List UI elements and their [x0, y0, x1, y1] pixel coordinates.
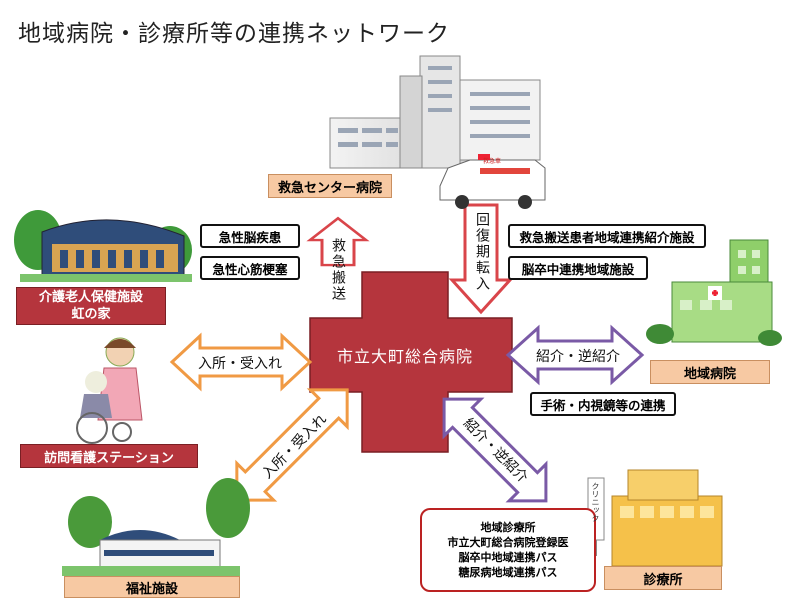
welfare-illustration [62, 478, 250, 576]
arrow-recovery-transfer [448, 203, 514, 315]
regional-hospital-illustration [646, 239, 782, 346]
nursing-illustration [76, 337, 143, 444]
welfare-facility-label: 福祉施設 [64, 576, 240, 598]
care-facility-label: 介護老人保健施設 虹の家 [16, 287, 166, 325]
emergency-hospital-label: 救急センター病院 [268, 174, 392, 198]
central-cross [309, 271, 513, 453]
clinic-details-line: 市立大町総合病院登録医 [447, 536, 569, 549]
note-acute-mi: 急性心筋梗塞 [200, 256, 300, 280]
ambulance-sign: 救急車 [483, 158, 502, 165]
arrow-referral-diagonal [442, 397, 548, 503]
note-emergency-facility: 救急搬送患者地域連携紹介施設 [508, 224, 706, 248]
diagram-title: 地域病院・診療所等の連携ネットワーク [18, 21, 450, 47]
arrow-text-recovery-transfer: 回復期転入 [474, 212, 490, 292]
clinic-details-box: 地域診療所 市立大町総合病院登録医 脳卒中地域連携パス 糖尿病地域連携パス [420, 508, 596, 592]
note-acute-stroke: 急性脳疾患 [200, 224, 300, 248]
emergency-hospital-illustration [329, 55, 546, 209]
care-facility-illustration [14, 210, 192, 282]
note-stroke-facility: 脳卒中連携地域施設 [508, 256, 648, 280]
regional-hospital-label: 地域病院 [650, 360, 770, 384]
nursing-station-label: 訪問看護ステーション [20, 444, 198, 468]
arrow-text-emergency-transport: 救急搬送 [330, 238, 346, 302]
clinic-illustration [587, 469, 723, 567]
arrow-admission-horizontal [169, 332, 313, 392]
clinic-label: 診療所 [604, 566, 722, 590]
arrow-text-referral-horizontal: 紹介・逆紹介 [536, 349, 620, 365]
central-hospital-label: 市立大町総合病院 [336, 347, 473, 366]
clinic-details-line: 脳卒中地域連携パス [458, 551, 558, 564]
clinic-details-line: 糖尿病地域連携パス [458, 566, 558, 579]
note-surgery-endoscopy: 手術・内視鏡等の連携 [530, 392, 676, 416]
arrow-referral-horizontal [505, 324, 645, 386]
clinic-signboard: クリニック [591, 482, 600, 522]
arrow-admission-diagonal [235, 388, 349, 502]
clinic-details-line: 地域診療所 [480, 521, 536, 534]
arrow-text-admission-horizontal: 入所・受入れ [198, 356, 282, 372]
arrow-emergency-transport [306, 216, 370, 267]
